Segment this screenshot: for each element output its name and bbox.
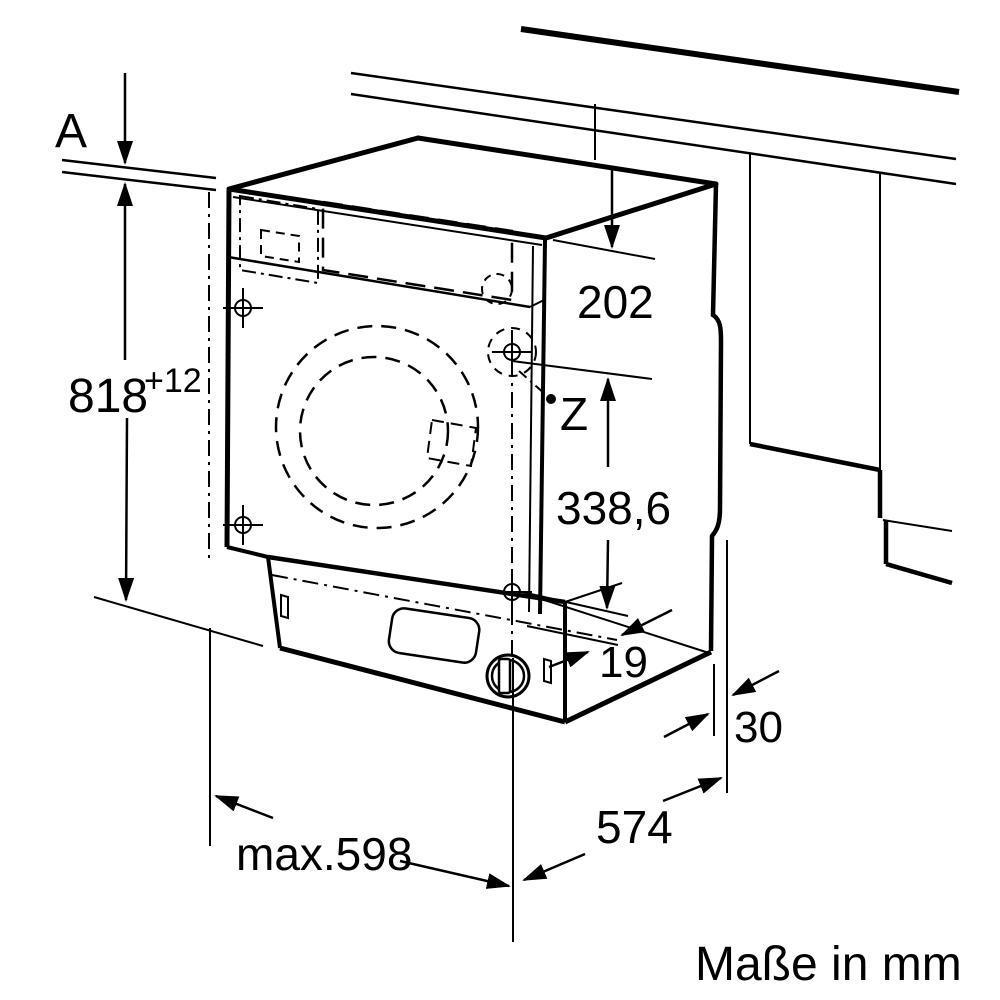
drain-pump-knob xyxy=(485,653,531,699)
dimension-19 xyxy=(521,591,673,669)
dim-panel-thickness-30: 30 xyxy=(734,703,783,752)
dim-top-offset-202: 202 xyxy=(577,276,654,328)
worktop-lines xyxy=(350,26,960,186)
machine-top-face xyxy=(226,135,719,241)
dim-plinth-recess-19: 19 xyxy=(599,638,648,687)
control-panel-outline xyxy=(321,200,514,305)
plinth-outline xyxy=(266,554,713,725)
worktop-underside-edge xyxy=(61,158,217,192)
dimension-202 xyxy=(552,104,656,260)
niche-side-panel xyxy=(713,153,953,793)
plinth-service-flap xyxy=(387,607,481,664)
plinth-screw-tab xyxy=(280,593,289,620)
mounting-point-icon xyxy=(223,288,263,328)
left-hinge-axis-line xyxy=(208,192,211,846)
dimension-niche-height xyxy=(93,182,264,647)
dim-max-width: max.598 xyxy=(236,828,412,880)
detail-z-leader xyxy=(518,370,556,404)
machine-front-face xyxy=(224,188,547,615)
drum-door-outline xyxy=(274,324,480,530)
mounting-point-icon xyxy=(223,505,263,545)
detergent-drawer-outline xyxy=(239,194,319,285)
dim-depth-574: 574 xyxy=(596,801,673,853)
detail-label-z: Z xyxy=(560,388,588,440)
dim-hinge-height: 338,6 xyxy=(556,482,671,534)
right-hinge-axis-line xyxy=(511,330,514,942)
dim-niche-height-tolerance: +12 xyxy=(144,362,202,400)
dimension-max-598 xyxy=(214,794,511,889)
dimension-574 xyxy=(522,776,723,882)
dimension-338-6 xyxy=(511,360,653,610)
dimension-30 xyxy=(663,669,780,739)
dim-niche-height: 818 xyxy=(68,370,148,423)
machine-right-side xyxy=(708,183,724,652)
dim-label-a: A xyxy=(55,105,87,158)
units-note: Maße in mm xyxy=(695,938,962,991)
plinth-screw-tab xyxy=(543,657,552,685)
